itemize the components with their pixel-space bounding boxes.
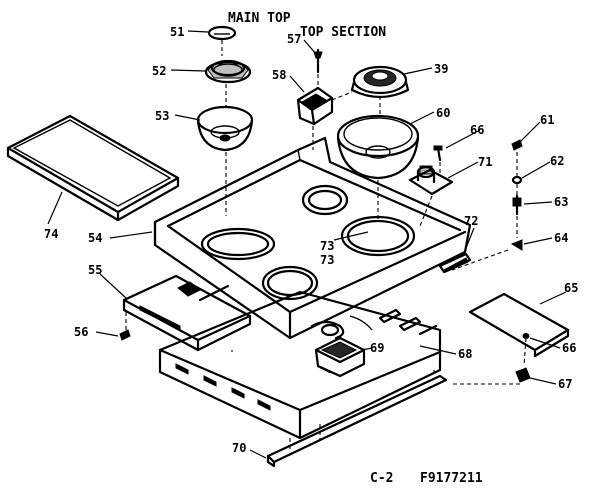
callout-74: 74 — [44, 227, 58, 241]
callout-58: 58 — [272, 68, 286, 82]
trim-strip-70 — [266, 374, 448, 468]
bolt-63 — [512, 194, 522, 216]
burner-box-68 — [158, 290, 442, 440]
cap-51 — [207, 25, 237, 41]
screw-66-top — [433, 145, 443, 162]
callout-66-bottom: 66 — [562, 341, 576, 355]
footer-part-number: F9177211 — [420, 471, 483, 486]
glass-panel-74 — [6, 114, 180, 222]
callout-67: 67 — [558, 377, 572, 391]
callout-68: 68 — [458, 347, 472, 361]
callout-labels: 51 52 53 57 58 39 60 66 71 61 62 63 64 6… — [44, 25, 578, 455]
callout-51: 51 — [170, 25, 184, 39]
bracket-67 — [515, 367, 531, 383]
callout-64: 64 — [554, 231, 568, 245]
callout-62: 62 — [550, 154, 564, 168]
title-line1: MAIN TOP — [228, 11, 291, 26]
drip-bowl-60 — [336, 114, 420, 180]
screw-56 — [119, 329, 131, 341]
callout-55: 55 — [88, 263, 102, 277]
callout-57: 57 — [287, 32, 301, 46]
leader-lines — [47, 30, 567, 459]
indicator-light-71 — [408, 165, 454, 196]
reflector-ring-52 — [204, 59, 252, 84]
callout-70: 70 — [232, 441, 246, 455]
nut-64 — [510, 239, 523, 251]
clip-61 — [511, 139, 523, 151]
callout-39: 39 — [434, 62, 448, 76]
drip-bowl-53 — [196, 105, 254, 152]
callout-54: 54 — [88, 231, 102, 245]
footer-code: C-2 — [370, 471, 393, 486]
callout-73-b: 73 — [320, 253, 334, 267]
callout-71: 71 — [478, 155, 492, 169]
callout-63: 63 — [554, 195, 568, 209]
callout-72: 72 — [464, 214, 478, 228]
callout-65: 65 — [564, 281, 578, 295]
title-line2: TOP SECTION — [300, 25, 386, 40]
access-panel-65 — [468, 292, 570, 358]
callout-56: 56 — [74, 325, 88, 339]
callout-69: 69 — [370, 341, 384, 355]
screw-66-bottom — [522, 333, 530, 339]
washer-62 — [511, 175, 523, 185]
callout-52: 52 — [152, 64, 166, 78]
receptacle-58 — [296, 86, 334, 126]
reflector-ring-39 — [350, 65, 410, 99]
callout-60: 60 — [436, 106, 450, 120]
mounting-bracket-55 — [122, 274, 252, 352]
callout-53: 53 — [155, 109, 169, 123]
callout-73-a: 73 — [320, 239, 334, 253]
callout-61: 61 — [540, 113, 554, 127]
callout-66-top: 66 — [470, 123, 484, 137]
